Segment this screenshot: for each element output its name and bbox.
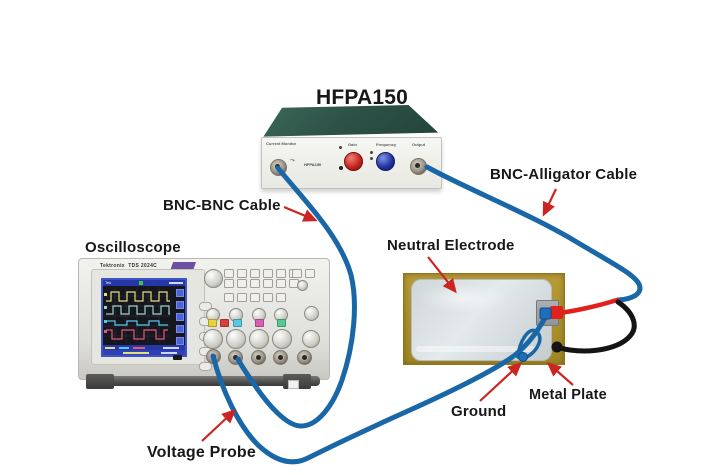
bandwidth-badge	[170, 262, 196, 271]
gain-knob	[344, 152, 363, 171]
metal-plate-label: Metal Plate	[529, 387, 607, 403]
voltage-probe-arrow	[201, 409, 237, 442]
output-label: Output	[412, 142, 426, 147]
utility-buttons	[292, 269, 315, 278]
amplifier-title: HFPA150	[316, 86, 409, 109]
power-led	[339, 146, 342, 149]
menu-button-row-2	[224, 279, 299, 288]
ground-arrow	[479, 362, 523, 402]
gain-label: Gain	[348, 142, 357, 147]
multipurpose-knob	[204, 269, 223, 288]
ch2-button	[233, 319, 242, 327]
oscilloscope-screen: Tek	[101, 278, 187, 357]
electrode-connection-tab	[536, 300, 559, 326]
ch1-input-bnc	[206, 349, 221, 364]
oscilloscope-model-text: TDS 2024C	[128, 263, 158, 269]
ch4-button	[277, 319, 286, 327]
oscilloscope-device: Tektronix TDS 2024C Tek	[78, 256, 330, 392]
ext-trig-bnc	[297, 350, 312, 365]
ground-label: Ground	[451, 403, 507, 420]
horizontal-scale-knob	[302, 330, 320, 348]
oscilloscope-label: Oscilloscope	[85, 239, 181, 256]
menu-button-row-3	[224, 293, 286, 302]
red-alligator-wire	[556, 297, 620, 316]
ch2-input-bnc	[228, 350, 243, 365]
electrode-glare	[418, 283, 508, 313]
screen-readout-bar-1	[103, 345, 185, 350]
amplifier-device: Current Monitor ⤳ HFPA150 Gain Frequency…	[256, 103, 442, 191]
ch3-scale-knob	[249, 329, 269, 349]
ch3-input-bnc	[251, 350, 266, 365]
output-bnc-connector	[410, 158, 427, 175]
amplifier-top-cover	[263, 105, 439, 137]
screen-top-bar: Tek	[103, 280, 185, 286]
ch4-marker-icon	[104, 330, 107, 333]
ch2-marker-icon	[104, 306, 107, 309]
scope-left-foot	[86, 374, 114, 389]
waveform-area	[104, 287, 170, 343]
panel-button	[339, 166, 343, 170]
ch3-waveform	[106, 320, 168, 326]
power-button	[173, 355, 182, 360]
electrode-lip	[416, 346, 536, 352]
voltage-probe-label: Voltage Probe	[147, 444, 256, 461]
screen-status-text	[169, 282, 183, 284]
amplifier-front-panel: Current Monitor ⤳ HFPA150 Gain Frequency…	[261, 137, 442, 189]
bnc-alligator-cable-label: BNC-Alligator Cable	[490, 166, 638, 183]
cable-clip	[288, 380, 299, 389]
frequency-led-2	[370, 157, 373, 160]
scope-stand-bar	[98, 376, 320, 386]
trigger-marker	[139, 281, 143, 285]
tek-logo: Tek	[105, 280, 112, 285]
trigger-level-knob	[304, 306, 319, 321]
ch1-marker-icon	[104, 293, 107, 296]
current-monitor-label: Current Monitor	[266, 141, 297, 146]
bnc-bnc-cable-label: BNC-BNC Cable	[163, 197, 281, 214]
frequency-led-1	[370, 151, 373, 154]
bnc-bnc-arrow	[283, 205, 318, 222]
metal-plate-arrow	[546, 362, 574, 386]
oscilloscope-brand-text: Tektronix	[100, 263, 125, 269]
black-alligator-wire	[555, 299, 637, 354]
ch4-scale-knob	[272, 329, 292, 349]
screen-readout-bar-2	[103, 350, 185, 355]
neutral-electrode-label: Neutral Electrode	[387, 237, 515, 254]
oscilloscope-brand: Tektronix TDS 2024C	[100, 263, 157, 269]
ch1-scale-knob	[203, 329, 223, 349]
amplifier-model-label: HFPA150	[304, 162, 322, 167]
screen-menu-column	[175, 287, 185, 346]
bnc-alligator-arrow	[542, 188, 557, 217]
metal-plate	[403, 273, 565, 365]
frequency-label: Frequency	[376, 142, 397, 147]
ch3-button	[255, 319, 264, 327]
ch4-waveform	[106, 329, 168, 340]
ch1-waveform	[106, 291, 170, 302]
ch4-input-bnc	[273, 350, 288, 365]
help-button	[297, 280, 308, 291]
screen-bezel: Tek	[91, 269, 212, 371]
amplifier-logo-icon: ⤳	[290, 158, 295, 164]
ch3-marker-icon	[104, 320, 107, 323]
ch2-scale-knob	[226, 329, 246, 349]
ch2-waveform	[106, 305, 170, 315]
run-button	[220, 319, 229, 327]
frequency-knob	[376, 152, 395, 171]
ch1-button	[208, 319, 217, 327]
menu-button-row-1	[224, 269, 299, 278]
current-monitor-bnc-connector	[270, 159, 287, 176]
